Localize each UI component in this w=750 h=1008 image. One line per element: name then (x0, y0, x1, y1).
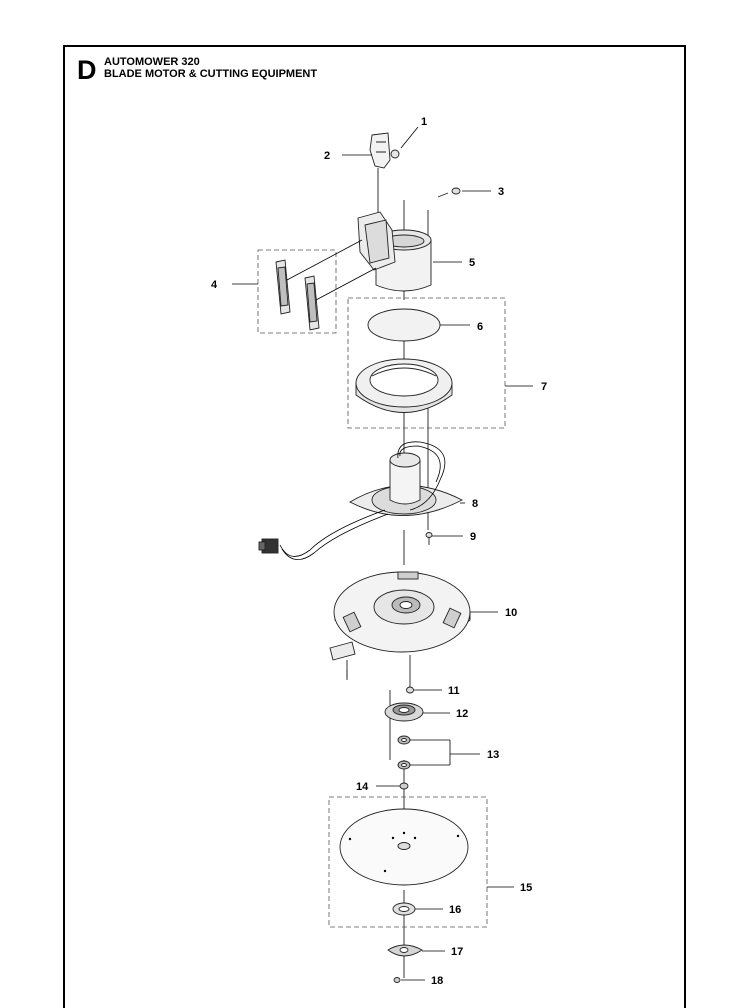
part-12-bearing (384, 702, 424, 722)
part-11-screw (406, 686, 414, 694)
callout-7: 7 (541, 381, 547, 393)
part-13-washers (397, 735, 411, 770)
part-8-blade-motor (258, 441, 463, 560)
callout-14: 14 (356, 781, 369, 793)
callout-6: 6 (477, 321, 483, 333)
part-14-nut (399, 782, 409, 790)
part-2-clip (369, 132, 391, 215)
part-17-hub (387, 944, 423, 957)
callout-13: 13 (487, 749, 499, 761)
callout-8: 8 (472, 498, 478, 510)
callout-5: 5 (469, 257, 475, 269)
part-3-screw (437, 187, 461, 198)
callout-18: 18 (431, 975, 443, 987)
section-letter: D (77, 55, 97, 85)
model-title: AUTOMOWER 320 (104, 56, 200, 68)
callout-3: 3 (498, 186, 504, 198)
part-7-seal-ring (355, 358, 453, 413)
leader-lines (232, 126, 533, 981)
part-7-group-box (347, 297, 506, 429)
callout-17: 17 (451, 946, 463, 958)
callout-12: 12 (456, 708, 468, 720)
part-4-group-box (257, 249, 337, 334)
part-4-clips (275, 239, 377, 331)
part-6-gasket (367, 308, 441, 342)
callout-2: 2 (324, 150, 330, 162)
callout-labels: 1 2 3 4 5 6 7 8 9 10 11 12 13 14 15 16 1… (211, 116, 547, 987)
section-subtitle: BLADE MOTOR & CUTTING EQUIPMENT (104, 68, 318, 80)
callout-1: 1 (421, 116, 427, 128)
callout-4: 4 (211, 279, 218, 291)
part-9-screw (425, 532, 433, 545)
part-16-washer (392, 902, 416, 916)
callout-11: 11 (448, 685, 460, 697)
callout-16: 16 (449, 904, 461, 916)
callout-15: 15 (520, 882, 532, 894)
part-18-screw (393, 977, 401, 983)
part-5-motor-housing (357, 211, 432, 292)
callout-9: 9 (470, 531, 476, 543)
part-15-blade-disc (339, 808, 469, 886)
part-10-motor-plate (329, 571, 471, 680)
callout-10: 10 (505, 607, 517, 619)
part-1-nut (390, 149, 400, 159)
page-frame (63, 45, 686, 1008)
